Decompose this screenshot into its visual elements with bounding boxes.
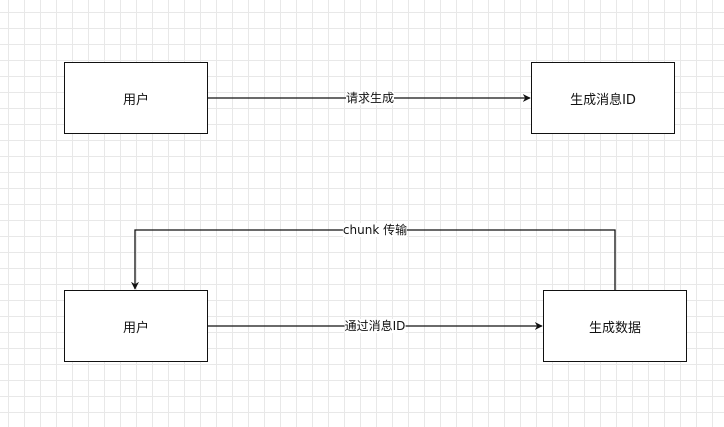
node-generate-data-label: 生成数据 — [588, 320, 641, 336]
node-generate-msg-id: 生成消息ID — [531, 62, 675, 134]
node-generate-data: 生成数据 — [543, 290, 687, 362]
edge-label-chunk-transfer: chunk 传输 — [342, 223, 408, 237]
node-user-bottom: 用户 — [64, 290, 208, 362]
node-user-top: 用户 — [64, 62, 208, 134]
node-user-top-label: 用户 — [122, 92, 149, 108]
edge-chunk-transfer — [131, 229, 616, 290]
edge-label-request-generate: 请求生成 — [345, 91, 395, 105]
node-user-bottom-label: 用户 — [122, 320, 149, 336]
edge-label-via-msg-id: 通过消息ID — [344, 319, 406, 333]
node-generate-msg-id-label: 生成消息ID — [570, 92, 636, 108]
